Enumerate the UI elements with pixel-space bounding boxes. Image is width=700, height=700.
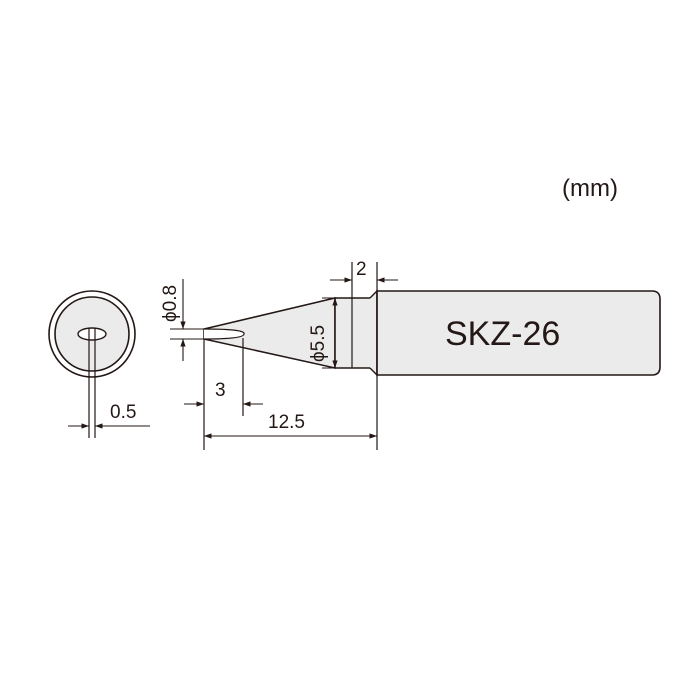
side-view: [170, 262, 661, 450]
body-diameter-label: ϕ5.5: [308, 325, 329, 362]
shoulder-length-label: 2: [356, 259, 367, 280]
bevel-length-label: 3: [215, 380, 226, 401]
units-label: (mm): [562, 175, 618, 202]
total-length-label: 12.5: [268, 412, 305, 433]
end-view-width-label: 0.5: [110, 402, 136, 423]
tip-diameter-label: ϕ0.8: [160, 285, 181, 322]
model-label: SKZ-26: [445, 315, 560, 353]
end-view: [48, 290, 150, 438]
